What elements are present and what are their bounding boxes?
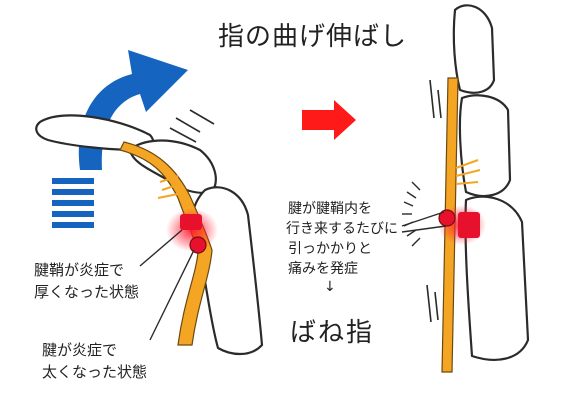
catch-pointer-line-1 bbox=[401, 211, 445, 227]
explanation-line-4: 痛みを発症 bbox=[288, 261, 358, 277]
tendon-pointer-line bbox=[149, 249, 195, 341]
straight-motion-lines bbox=[426, 79, 442, 323]
result-label: ばね指 bbox=[290, 318, 375, 348]
tendon-label-line-1: 腱が炎症で bbox=[42, 341, 118, 359]
explanation-line-2: 行き来するたびに bbox=[286, 221, 398, 237]
straight-finger-illustration bbox=[401, 4, 530, 373]
right-arrow-icon bbox=[302, 100, 356, 140]
down-arrow-icon: ↓ bbox=[324, 279, 336, 295]
straight-sheath-fibers bbox=[455, 159, 481, 185]
bent-sheath-fibers bbox=[157, 175, 181, 199]
thickened-sheath bbox=[180, 214, 202, 230]
explanation-line-3: 引っかかりと bbox=[288, 241, 372, 257]
sheath-label-line-2: 厚くなった状態 bbox=[34, 283, 140, 301]
sheath-label-line-1: 腱鞘が炎症で bbox=[34, 261, 125, 279]
straight-finger-bones bbox=[452, 4, 530, 361]
straight-swollen-nodule bbox=[438, 209, 456, 227]
swollen-tendon-nodule bbox=[189, 236, 207, 254]
explanation-line-1: 腱が腱鞘内を bbox=[288, 201, 372, 217]
straight-thickened-sheath bbox=[458, 212, 480, 238]
curved-up-arrow-icon bbox=[52, 50, 188, 228]
motion-lines bbox=[169, 109, 215, 143]
bent-finger-illustration bbox=[35, 50, 264, 356]
catch-pointer-line-2 bbox=[401, 225, 447, 233]
tendon-label-line-2: 太くなった状態 bbox=[42, 363, 148, 381]
catching-marks bbox=[402, 181, 421, 247]
sheath-pointer-line bbox=[139, 229, 183, 267]
bent-tendon bbox=[119, 141, 213, 346]
diagram-title: 指の曲げ伸ばし bbox=[218, 22, 408, 52]
